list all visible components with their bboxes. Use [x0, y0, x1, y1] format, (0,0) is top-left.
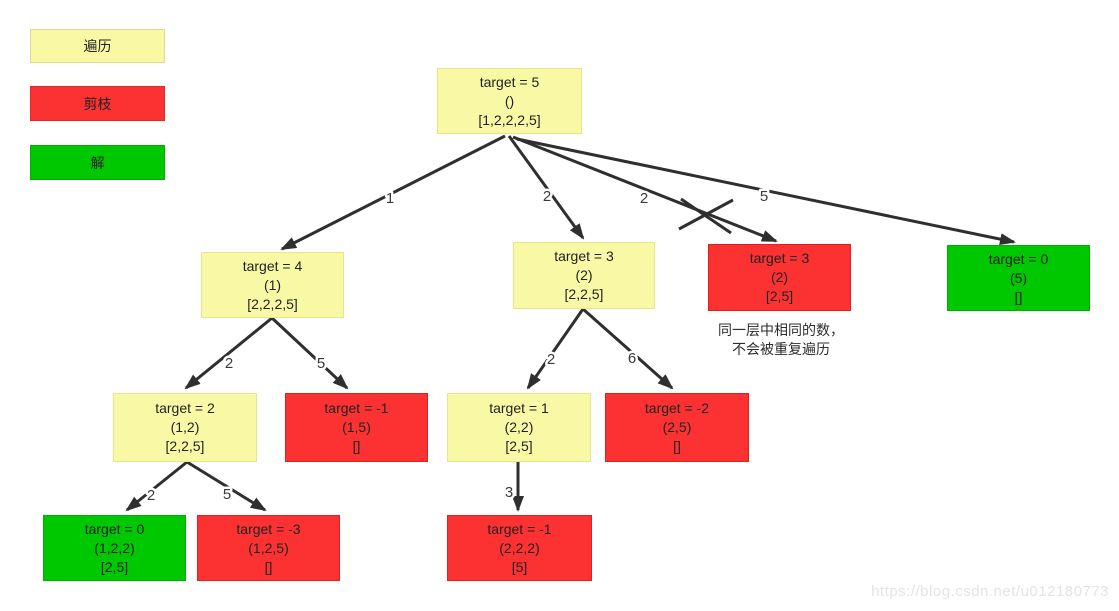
edge-n3a-n1 [526, 308, 585, 390]
prune-annotation-line1: 同一层中相同的数， [718, 322, 844, 338]
edge-label: 2 [543, 188, 551, 205]
edge-n4-n2 [184, 316, 273, 390]
node-path-line: (2,2) [504, 419, 534, 435]
prune-annotation-line2: 不会被重复遍历 [732, 341, 830, 357]
prune-cross-mark [678, 198, 734, 231]
node-target-line: target = 2 [155, 400, 215, 416]
edge-label: 6 [628, 350, 636, 367]
tree-node-target3-pruned: target = 3 (2) [2,5] [708, 244, 851, 311]
node-target-line: target = 1 [489, 400, 549, 416]
edge-label: 2 [640, 190, 648, 207]
node-target-line: target = 3 [749, 250, 810, 266]
prune-annotation: 同一层中相同的数， 不会被重复遍历 [686, 321, 876, 359]
legend-swatch-traverse: 遍历 [30, 29, 165, 63]
node-target-line: target = -2 [644, 400, 710, 416]
edge-root-n0a [516, 137, 1016, 246]
node-candidates-line: [2,5] [765, 288, 794, 304]
node-target-line: target = -3 [236, 520, 301, 537]
edge-root-n3a [507, 135, 585, 240]
node-candidates-line: [1,2,2,2,5] [478, 111, 541, 128]
node-candidates-line: [] [352, 438, 361, 454]
node-path-line: (1) [263, 276, 282, 293]
node-target-line: target = 5 [479, 73, 540, 90]
tree-node-target-neg3: target = -3 (1,2,5) [] [197, 515, 340, 581]
node-path-line: (2) [770, 269, 789, 285]
edge-root-n3b [512, 135, 778, 243]
tree-node-target0-solution122: target = 0 (1,2,2) [2,5] [43, 515, 186, 581]
node-candidates-line: [] [1014, 288, 1023, 305]
node-candidates-line: [2,5] [505, 438, 533, 454]
node-candidates-line: [2,2,5] [165, 438, 205, 454]
node-target-line: target = 4 [242, 257, 303, 274]
node-target-line: target = -1 [324, 400, 389, 416]
edge-label: 3 [505, 484, 513, 501]
legend-label: 剪枝 [83, 95, 112, 112]
node-candidates-line: [2,5] [100, 558, 129, 575]
node-path-line: (2,5) [662, 419, 692, 435]
node-path-line: (1,2,5) [248, 539, 289, 556]
node-path-line: (1,2) [170, 419, 200, 435]
tree-node-target-neg1-222: target = -1 (2,2,2) [5] [447, 515, 592, 581]
node-candidates-line: [2,2,2,5] [247, 295, 298, 312]
edge-n4-nm1a [270, 316, 349, 390]
node-path-line: () [504, 92, 515, 109]
edge-label: 5 [317, 355, 325, 372]
node-path-line: (1,2,2) [94, 539, 135, 556]
edge-label: 2 [547, 351, 555, 368]
node-candidates-line: [2,2,5] [564, 286, 604, 302]
node-target-line: target = 0 [988, 250, 1049, 267]
node-path-line: (2,2,2) [499, 539, 540, 556]
node-target-line: target = -1 [487, 520, 552, 537]
tree-node-target2: target = 2 (1,2) [2,2,5] [113, 393, 257, 462]
node-target-line: target = 3 [554, 248, 614, 264]
tree-node-target0-solution5: target = 0 (5) [] [947, 245, 1090, 311]
legend-label: 解 [90, 154, 105, 171]
legend-label: 遍历 [83, 38, 112, 54]
node-target-line: target = 0 [84, 520, 145, 537]
edge-n2-n0b [125, 460, 188, 512]
tree-node-target-neg2: target = -2 (2,5) [] [605, 393, 749, 462]
edge-label: 2 [147, 487, 155, 504]
node-candidates-line: [] [673, 438, 681, 454]
node-path-line: (5) [1009, 269, 1028, 286]
node-path-line: (1,5) [342, 419, 371, 435]
edge-root-n4 [280, 134, 506, 251]
edge-label: 2 [225, 355, 233, 372]
watermark: https://blog.csdn.net/u012180773 [871, 583, 1109, 600]
node-candidates-line: [5] [511, 558, 528, 575]
legend-swatch-prune: 剪枝 [30, 86, 165, 121]
tree-node-target4: target = 4 (1) [2,2,2,5] [201, 252, 344, 318]
edge-label: 5 [760, 188, 768, 205]
tree-node-target3-traverse: target = 3 (2) [2,2,5] [513, 242, 655, 309]
edge-label: 5 [223, 486, 231, 503]
edge-n3a-nm2 [582, 307, 674, 390]
tree-node-root: target = 5 () [1,2,2,2,5] [437, 68, 582, 134]
tree-node-target1: target = 1 (2,2) [2,5] [447, 393, 591, 462]
node-candidates-line: [] [264, 558, 273, 575]
node-path-line: (2) [575, 267, 593, 283]
edge-n2-nm3 [186, 460, 267, 512]
edge-label: 1 [386, 190, 394, 207]
legend-swatch-solution: 解 [30, 145, 165, 180]
tree-node-target-neg1-15: target = -1 (1,5) [] [285, 393, 428, 462]
